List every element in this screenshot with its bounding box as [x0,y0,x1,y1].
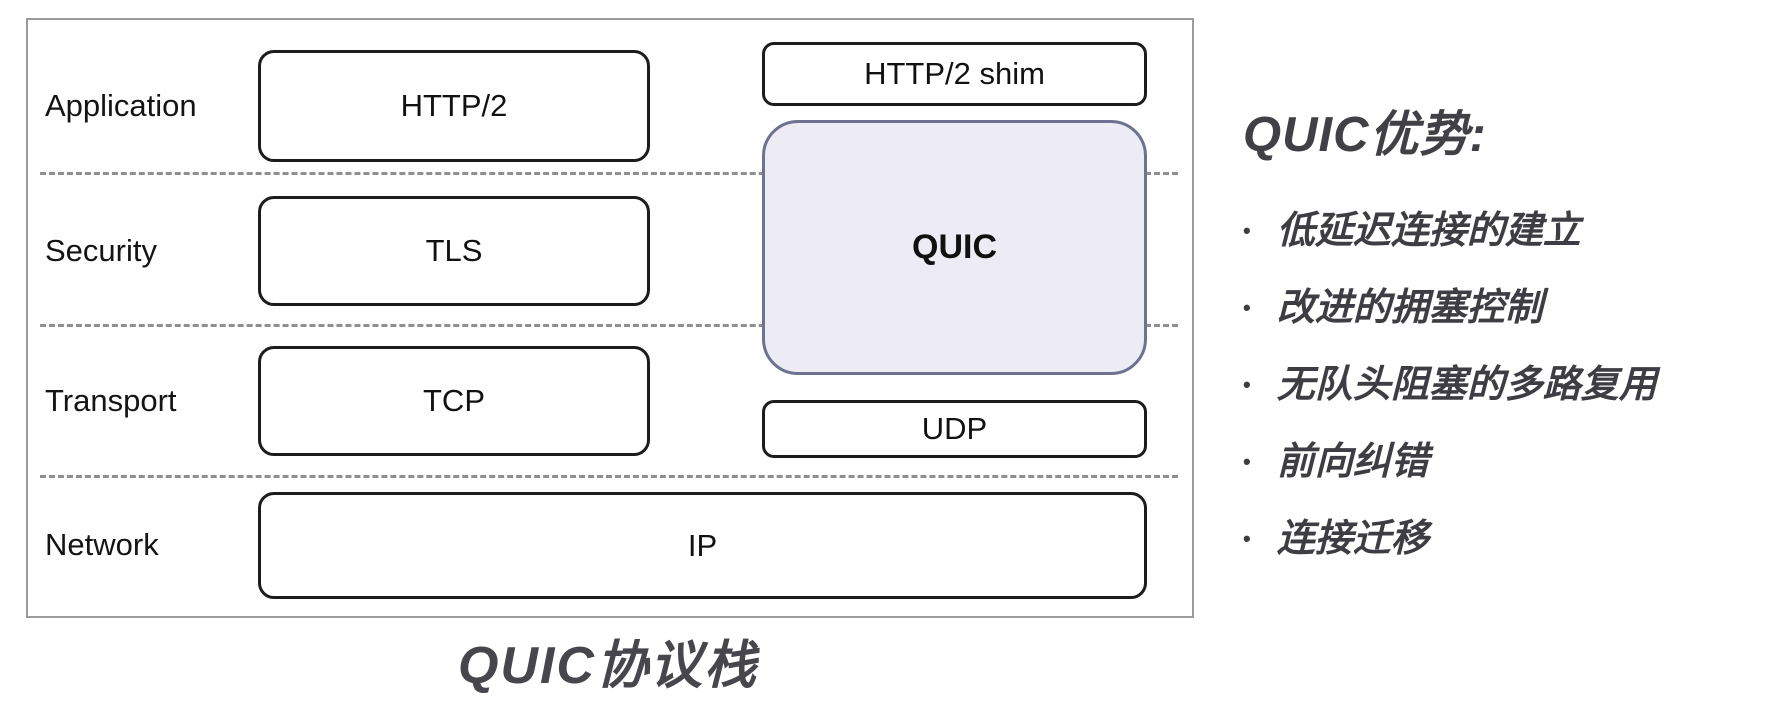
advantage-item-text: 改进的拥塞控制 [1276,287,1543,329]
bullet-dot: • [1243,526,1251,551]
advantage-item: • 低延迟连接的建立 [1243,208,1763,254]
tls-box: TLS [258,196,650,306]
advantages-list: • 低延迟连接的建立 • 改进的拥塞控制 • 无队头阻塞的多路复用 • 前向纠错… [1243,208,1763,562]
quic-box: QUIC [762,120,1147,375]
protocol-stack-diagram: Application Security Transport Network H… [26,18,1194,618]
advantages-panel: QUIC优势: • 低延迟连接的建立 • 改进的拥塞控制 • 无队头阻塞的多路复… [1243,106,1763,562]
advantage-item-text: 前向纠错 [1276,441,1429,483]
ip-box: IP [258,492,1147,599]
bullet-dot: • [1243,449,1251,474]
layer-separator-line-1 [40,172,1178,175]
advantage-item: • 改进的拥塞控制 [1243,285,1763,331]
layer-label-network: Network [45,527,159,562]
advantage-item-text: 低延迟连接的建立 [1276,210,1581,252]
advantage-item: • 连接迁移 [1243,516,1763,562]
bullet-dot: • [1243,372,1251,397]
figure-caption: QUIC协议栈 [457,637,758,695]
http2-box: HTTP/2 [258,50,650,162]
advantages-heading: QUIC优势: [1243,108,1487,162]
layer-separator-line-3 [40,475,1178,478]
advantage-item-text: 无队头阻塞的多路复用 [1276,364,1657,406]
layer-separator-line-2 [40,324,1178,327]
advantage-item: • 前向纠错 [1243,439,1763,485]
tcp-box: TCP [258,346,650,456]
bullet-dot: • [1243,295,1251,320]
layer-label-security: Security [45,233,157,268]
http2-shim-box: HTTP/2 shim [762,42,1147,106]
udp-box: UDP [762,400,1147,458]
advantage-item-text: 连接迁移 [1276,518,1429,560]
bullet-dot: • [1243,218,1251,243]
layer-label-application: Application [45,88,197,123]
advantage-item: • 无队头阻塞的多路复用 [1243,362,1763,408]
layer-label-transport: Transport [45,383,177,418]
